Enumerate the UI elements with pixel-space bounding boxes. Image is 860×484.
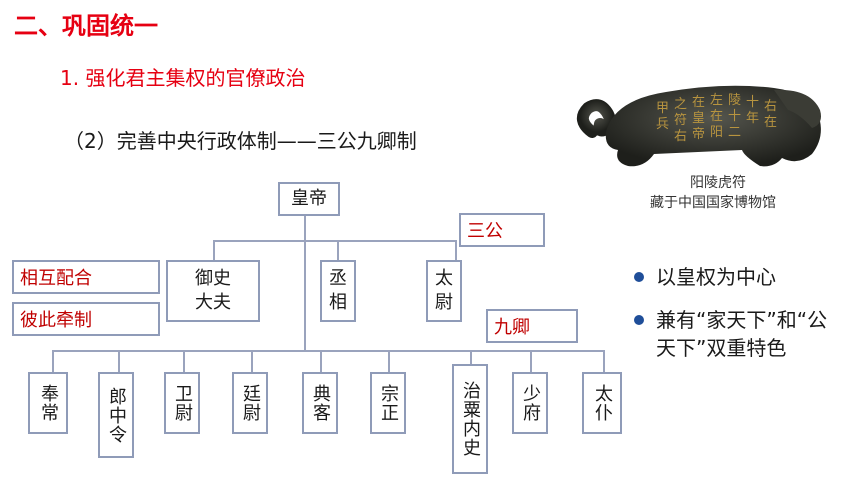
tiger-tally-image: 甲兵 之符右 在皇帝 左在阳 陵十二 十年 右在 [574,70,828,174]
connector-q6 [388,350,390,372]
svg-text:左: 左 [710,93,723,108]
connector-q2 [118,350,120,372]
jiuqing-dianke: 典客 [302,372,338,434]
sangong-yushi-dafu: 御史 大夫 [166,260,260,322]
jiuqing-tingwei: 廷尉 [232,372,268,434]
jiuqing-fengchang: 奉常 [28,372,68,434]
heading: （2）完善中央行政体制——三公九卿制 [64,125,417,154]
sangong-label: 三公 [459,213,545,247]
svg-text:皇: 皇 [692,111,705,126]
connector-yushi [213,240,215,262]
connector-sangong-bar [213,240,457,242]
bullet-dual-character: 兼有“家天下”和“公天下”双重特色 [656,306,828,362]
connector-q8 [530,350,532,372]
emperor-box: 皇帝 [278,182,340,216]
bullet-dot-2 [634,315,644,325]
jiuqing-label: 九卿 [486,309,578,343]
jiuqing-taipu: 太仆 [582,372,622,434]
svg-text:之: 之 [674,97,687,112]
bullet-imperial-center: 以皇权为中心 [656,263,846,291]
connector-q5 [320,350,322,372]
connector-q3 [183,350,185,372]
section-title: 二、巩固统一 [14,6,158,41]
svg-text:二: 二 [728,125,741,140]
svg-text:在: 在 [710,109,723,124]
artifact-caption-name: 阳陵虎符 [690,172,746,192]
jiuqing-langzhongling: 郎中令 [98,372,134,458]
subtitle: 1. 强化君主集权的官僚政治 [60,62,305,91]
svg-text:陵: 陵 [728,93,741,108]
svg-text:帝: 帝 [692,126,705,142]
sangong-chengxiang: 丞 相 [320,260,356,322]
sangong-taiwei: 太 尉 [426,260,462,322]
svg-text:十: 十 [728,109,741,124]
connector-taiwei [455,240,457,262]
side-label-restrain: 彼此牵制 [12,302,160,336]
svg-text:甲: 甲 [656,101,669,116]
connector-q4 [251,350,253,372]
svg-text:右: 右 [674,129,687,144]
jiuqing-shaofu: 少府 [512,372,548,434]
bullet-dot-1 [634,272,644,282]
connector-q1 [52,350,54,372]
jiuqing-zongzheng: 宗正 [370,372,406,434]
svg-text:符: 符 [674,112,687,128]
connector-q9 [603,350,605,372]
svg-text:年: 年 [746,111,759,126]
svg-text:在: 在 [764,115,777,130]
svg-text:在: 在 [692,95,705,110]
svg-text:阳: 阳 [710,125,723,140]
artifact-caption-location: 藏于中国国家博物馆 [650,192,776,212]
side-label-cooperate: 相互配合 [12,260,160,294]
svg-text:右: 右 [764,99,777,114]
jiuqing-weiwei: 卫尉 [164,372,200,434]
connector-emperor-down [304,214,306,352]
svg-text:兵: 兵 [656,117,669,132]
jiuqing-zhisuneishi: 治粟内史 [452,364,488,474]
connector-jiuqing-bar [52,350,604,352]
connector-chengxiang [337,240,339,262]
svg-text:十: 十 [746,95,759,110]
